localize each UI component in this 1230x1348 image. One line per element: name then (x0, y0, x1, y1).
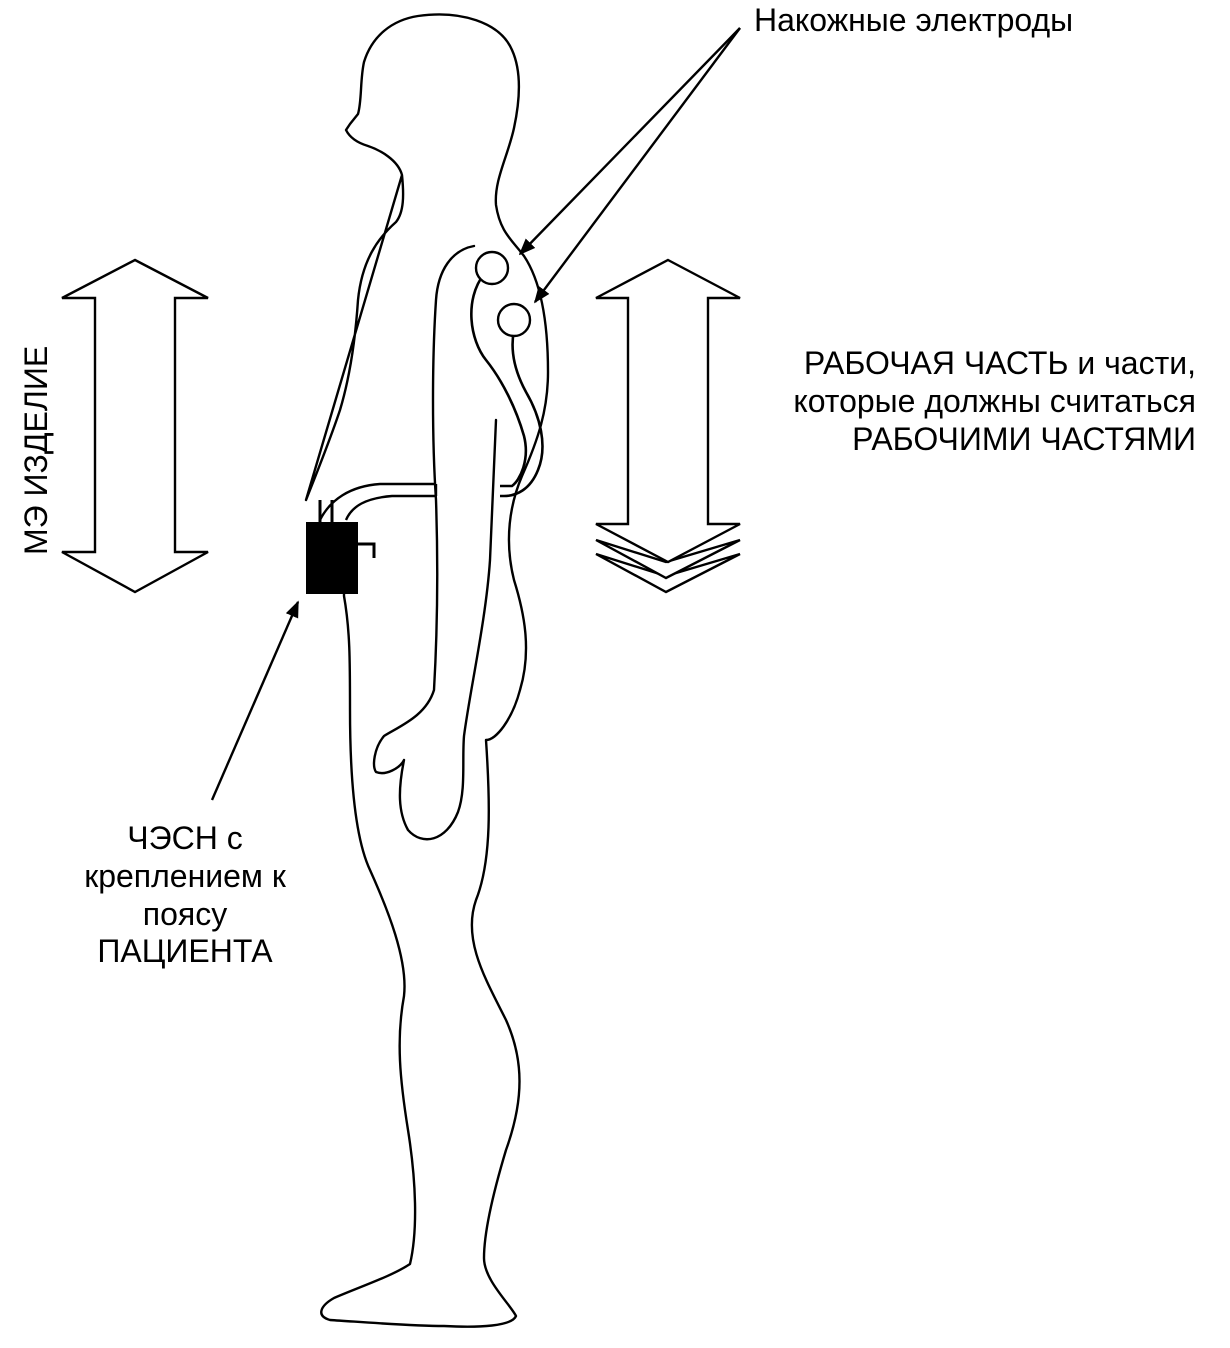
electrodes-label: Накожные электроды (754, 2, 1074, 38)
working-part-label-line-3: РАБОЧИМИ ЧАСТЯМИ (852, 420, 1196, 457)
power-supply-leader (210, 600, 300, 801)
electrode-wire-2 (500, 329, 544, 498)
arm-outline (372, 244, 498, 841)
me-device-double-arrow (61, 258, 209, 594)
power-supply-label-line-4: ПАЦИЕНТА (97, 933, 273, 970)
power-supply-label-line-3: поясу (142, 895, 228, 932)
working-part-label-line-2: которые должны считаться (793, 382, 1196, 419)
working-part-double-arrow (595, 258, 741, 564)
electrode-lower (496, 302, 532, 338)
power-supply-handle (358, 542, 376, 558)
electrode-leader-lower (533, 27, 741, 304)
power-supply-box (306, 522, 358, 594)
working-part-arrow-layer-3 (595, 552, 741, 594)
human-body-outline (304, 13, 550, 1328)
belt (318, 482, 438, 521)
electrode-wire-1 (470, 273, 528, 488)
me-device-label: МЭ ИЗДЕЛИЕ (18, 345, 54, 555)
power-supply-label: ЧЭСН с креплением к поясу ПАЦИЕНТА (60, 820, 310, 971)
working-part-arrow-layer-2 (595, 538, 741, 580)
working-part-label: РАБОЧАЯ ЧАСТЬ и части, которые должны сч… (748, 345, 1196, 458)
power-supply-label-line-2: креплением к (84, 857, 286, 894)
working-part-label-line-1: РАБОЧАЯ ЧАСТЬ и части, (803, 345, 1196, 381)
electrode-leader-upper (518, 27, 741, 256)
electrode-upper (474, 250, 510, 286)
power-supply-clip (318, 500, 334, 522)
power-supply-label-line-1: ЧЭСН с (127, 820, 243, 856)
